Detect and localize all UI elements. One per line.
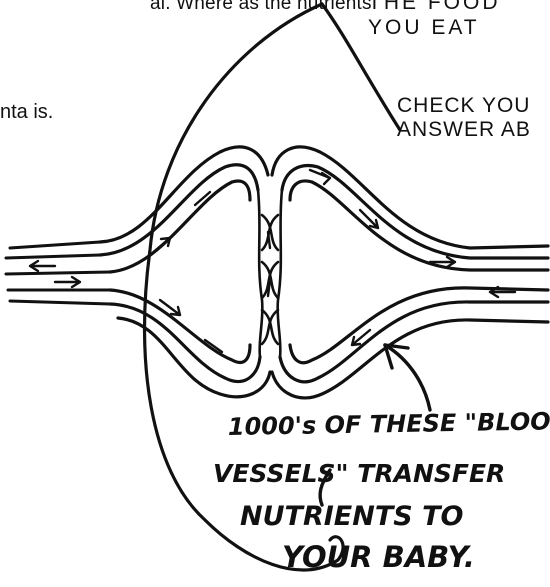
page-text-top-left: al. Where as the nutrients (150, 0, 372, 13)
vessel-loop-right (272, 147, 548, 398)
annotation-line-3: NUTRIENTS TO (240, 501, 463, 532)
annotation-line-4: YOUR BABY. (282, 540, 475, 574)
vessel-loop-left (100, 147, 270, 397)
flow-arrows (30, 170, 515, 352)
annotation-text: 1000's OF THESE "BLOOD VESSELS" TRANSFER… (213, 407, 550, 574)
annotation-line-1: 1000's OF THESE "BLOOD (228, 407, 550, 441)
left-vessels (6, 242, 110, 304)
check-text-line-1: CHECK YOU (397, 95, 530, 116)
page-text-placenta: nta is. (0, 102, 53, 122)
food-text-line-1: THE FOOD (368, 0, 501, 13)
check-text-line-2: ANSWER AB (397, 119, 531, 140)
annotation-line-2: VESSELS" TRANSFER (213, 459, 505, 488)
capillary-column (258, 190, 282, 357)
food-text-line-2: YOU EAT (368, 17, 480, 38)
